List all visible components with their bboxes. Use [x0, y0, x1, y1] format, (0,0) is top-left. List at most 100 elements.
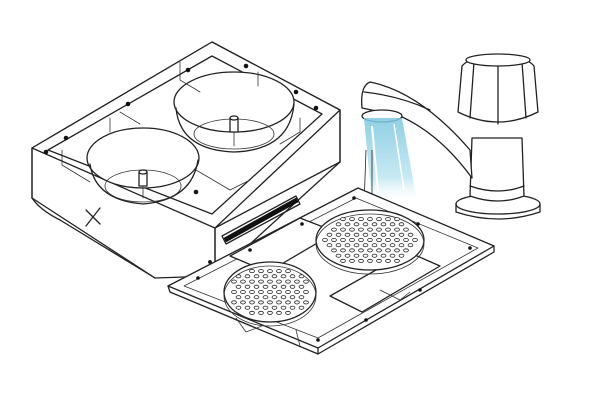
mesh-hole: [335, 232, 342, 237]
mesh-hole: [394, 217, 400, 222]
mesh-hole: [253, 295, 260, 300]
mesh-hole: [289, 305, 296, 310]
mesh-hole: [344, 222, 351, 227]
mesh-hole: [298, 305, 305, 310]
mesh-hole: [289, 274, 296, 279]
mesh-hole: [349, 217, 355, 222]
mesh-hole: [253, 284, 260, 289]
mesh-hole: [407, 232, 414, 237]
mesh-hole: [322, 237, 328, 242]
mesh-hole: [303, 279, 309, 284]
mesh-hole: [276, 269, 282, 274]
mesh-hole: [385, 227, 391, 232]
mesh-hole: [285, 279, 291, 284]
mesh-hole: [258, 279, 264, 284]
mesh-hole: [267, 289, 273, 294]
right-bowl: [173, 71, 295, 153]
base-rim-inner: [47, 55, 323, 215]
mesh-hole: [249, 289, 255, 294]
mesh-hole: [235, 305, 242, 310]
mesh-hole: [380, 253, 387, 258]
vent-grille: [221, 195, 301, 245]
mesh-hole: [394, 237, 400, 242]
mesh-hole: [376, 248, 382, 253]
mesh-hole: [412, 237, 418, 242]
mesh-hole: [385, 237, 391, 242]
mesh-hole: [349, 248, 355, 253]
mesh-hole: [403, 237, 409, 242]
mesh-hole: [367, 227, 373, 232]
mesh-hole: [331, 227, 337, 232]
mesh-hole: [289, 295, 296, 300]
mesh-hole: [389, 232, 396, 237]
mesh-hole: [367, 248, 373, 253]
mesh-hole: [353, 253, 360, 258]
mesh-hole: [244, 284, 251, 289]
mesh-hole: [353, 222, 360, 227]
mesh-hole: [385, 217, 391, 222]
mesh-hole: [335, 222, 342, 227]
mesh-hole: [358, 248, 364, 253]
base-unit: [31, 41, 341, 279]
water-faucet-icon: [361, 53, 541, 220]
mesh-filter-tray-icon: [167, 187, 495, 355]
mesh-hole: [267, 279, 273, 284]
mesh-hole: [407, 243, 414, 248]
x-logo-icon: [85, 207, 101, 227]
mesh-hole: [298, 274, 305, 279]
mesh-hole: [258, 289, 264, 294]
mesh-hole: [362, 243, 369, 248]
mesh-hole: [231, 289, 237, 294]
mesh-hole: [240, 289, 246, 294]
mesh-hole: [335, 253, 342, 258]
mesh-hole: [258, 310, 264, 315]
mesh-hole: [371, 222, 378, 227]
mesh-hole: [267, 310, 273, 315]
mesh-hole: [340, 217, 346, 222]
mesh-hole: [244, 274, 251, 279]
mesh-hole: [240, 300, 246, 305]
mesh-hole: [389, 243, 396, 248]
mesh-hole: [271, 295, 278, 300]
mesh-hole: [335, 243, 342, 248]
mesh-hole: [362, 232, 369, 237]
mesh-hole: [267, 300, 273, 305]
mesh-hole: [367, 217, 373, 222]
mesh-hole: [262, 274, 269, 279]
mesh-hole: [285, 289, 291, 294]
mesh-hole: [249, 310, 255, 315]
mesh-hole: [394, 227, 400, 232]
mesh-hole: [331, 248, 337, 253]
mesh-hole: [258, 300, 264, 305]
mesh-hole: [303, 300, 309, 305]
mesh-hole: [353, 243, 360, 248]
mesh-hole: [262, 284, 269, 289]
mesh-hole: [294, 289, 300, 294]
mesh-hole: [326, 243, 333, 248]
mesh-hole: [285, 269, 291, 274]
mesh-hole: [285, 300, 291, 305]
mesh-hole: [271, 305, 278, 310]
mesh-hole: [262, 295, 269, 300]
mesh-hole: [244, 305, 251, 310]
mesh-hole: [358, 258, 364, 263]
mesh-hole: [249, 300, 255, 305]
mesh-hole: [398, 243, 405, 248]
mesh-hole: [280, 274, 287, 279]
mesh-hole: [258, 269, 264, 274]
mesh-hole: [344, 232, 351, 237]
mesh-hole: [358, 237, 364, 242]
left-mesh-disc: [223, 261, 317, 327]
mesh-hole: [376, 258, 382, 263]
mesh-hole: [362, 253, 369, 258]
mesh-hole: [276, 289, 282, 294]
mesh-hole: [235, 274, 242, 279]
mesh-hole: [389, 253, 396, 258]
mesh-hole: [380, 232, 387, 237]
mesh-hole: [376, 217, 382, 222]
rim-pegs: [43, 63, 319, 195]
mesh-hole: [358, 217, 364, 222]
mesh-hole: [331, 237, 337, 242]
mesh-hole: [353, 232, 360, 237]
mesh-hole: [380, 243, 387, 248]
